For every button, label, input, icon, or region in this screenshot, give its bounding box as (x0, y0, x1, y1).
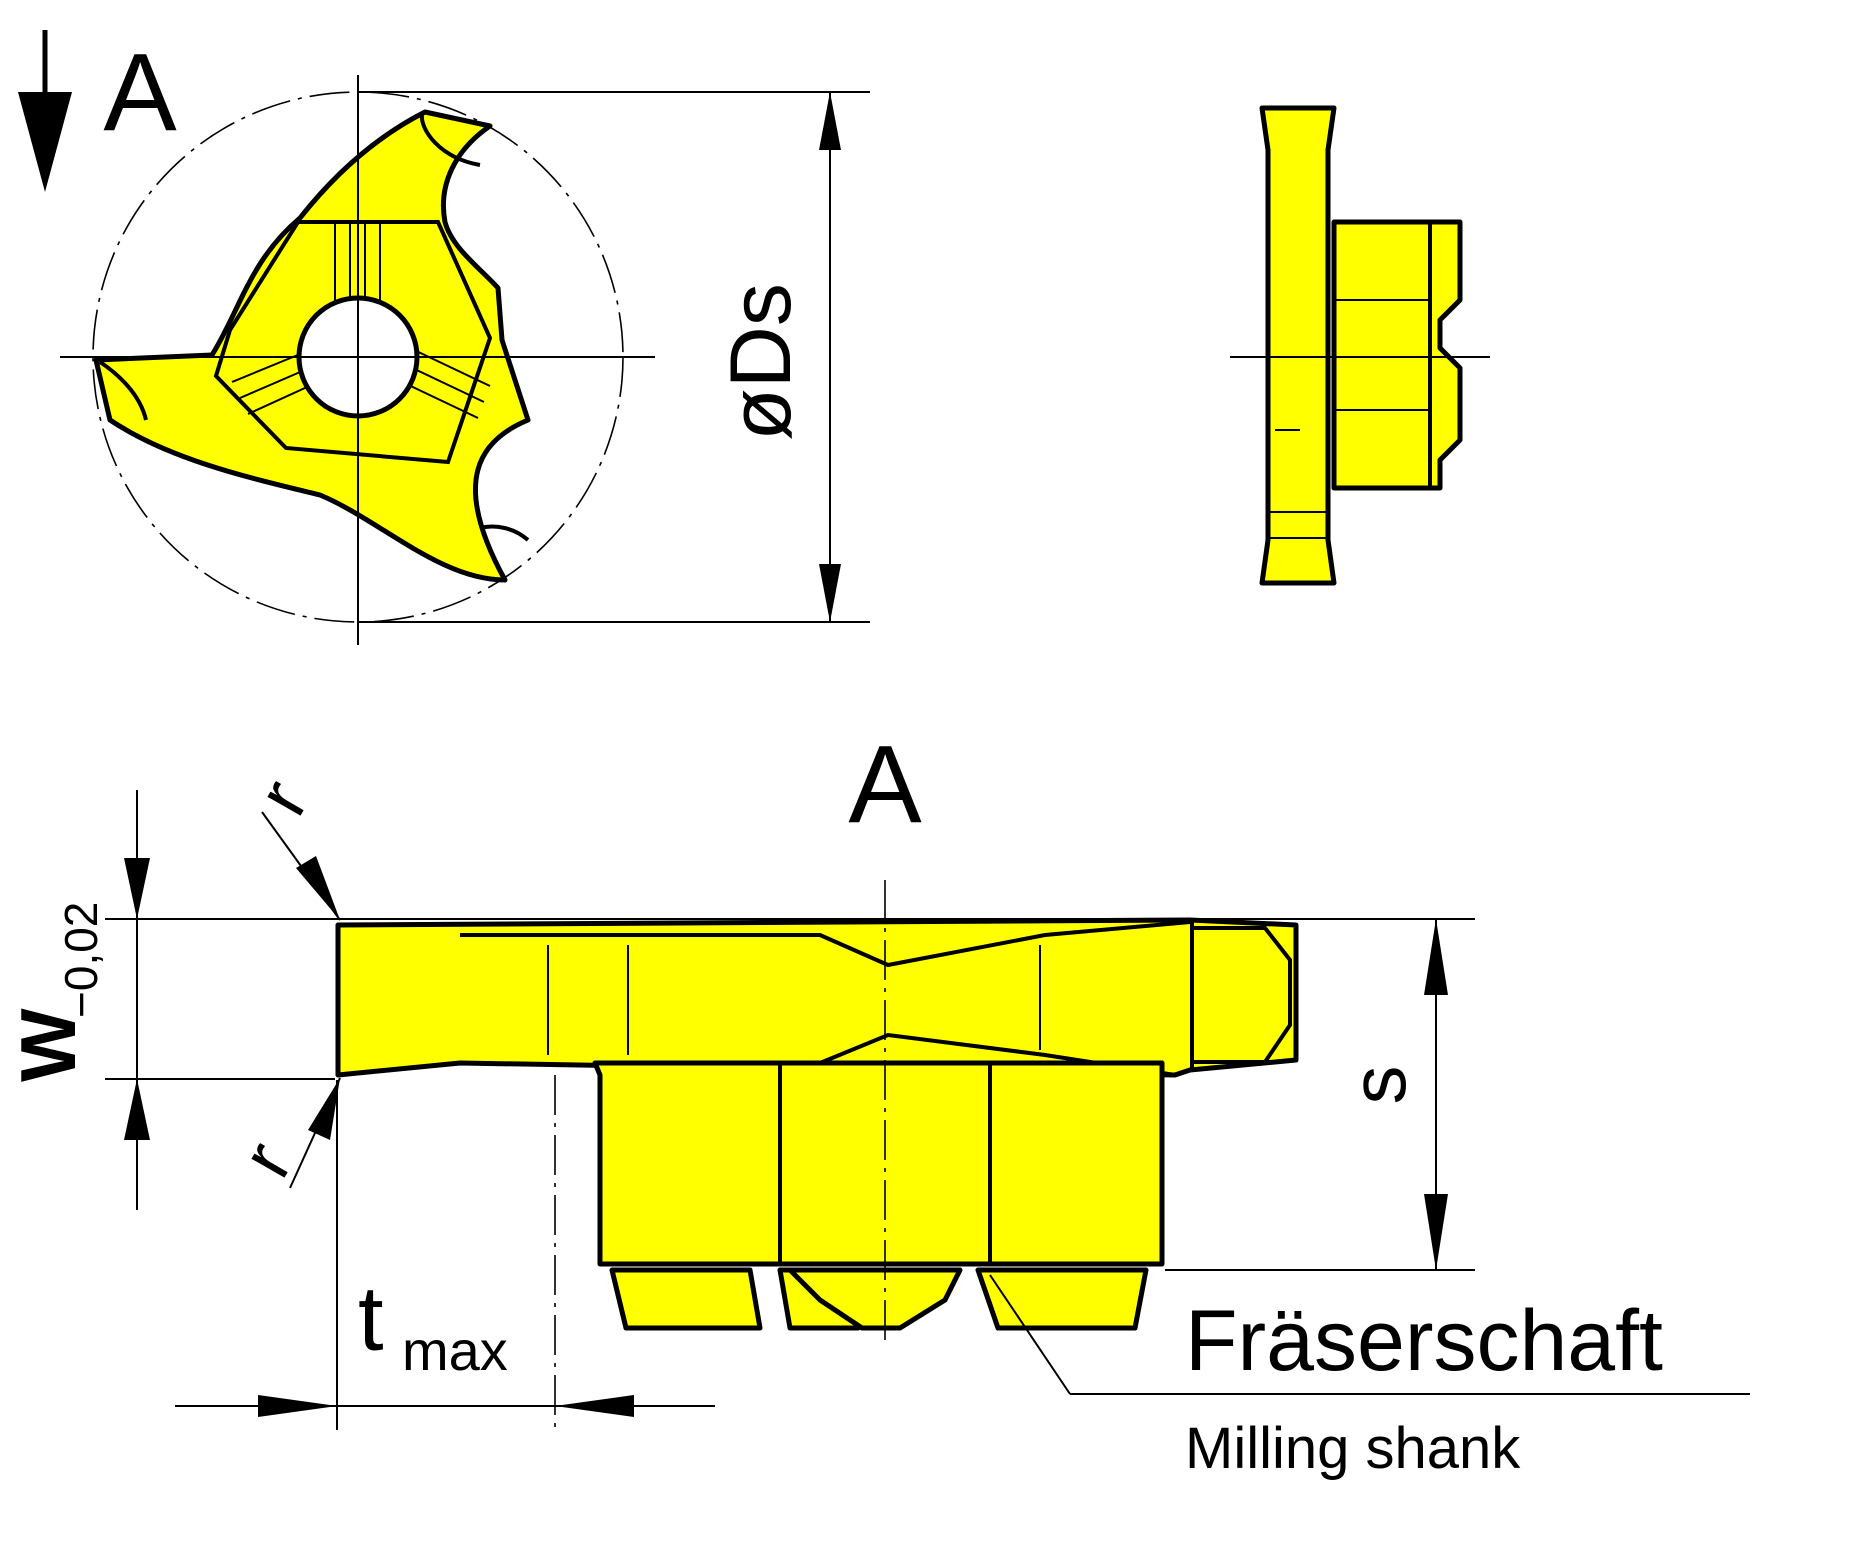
side-flange (1259, 105, 1337, 586)
s-arrow-top (1424, 919, 1448, 995)
tmax-arrow-right (555, 1395, 634, 1417)
s-arrow-bottom (1424, 1194, 1448, 1270)
svg-text:W: W (4, 1008, 92, 1082)
w-arrow-top (124, 858, 150, 919)
r-bottom-label: r (227, 1129, 308, 1190)
view-arrow-head (18, 92, 72, 192)
section-view: A W −0,02 r (4, 723, 1750, 1481)
section-label: A (848, 723, 922, 846)
blade-waist-upper (460, 920, 1191, 968)
section-blade (335, 917, 1299, 1078)
w-dimension-label: W −0,02 (4, 902, 107, 1082)
ds-arrow-bottom (819, 564, 841, 622)
side-view (1230, 105, 1490, 586)
w-arrow-bottom (124, 1079, 150, 1140)
tmax-arrow-left (258, 1395, 337, 1417)
section-hub (592, 1060, 1165, 1267)
ds-arrow-top (819, 92, 841, 150)
view-marker-label: A (103, 31, 177, 154)
milling-shank-center (787, 1267, 963, 1331)
s-dimension-label: s (1334, 1066, 1422, 1105)
tmax-subscript: max (402, 1319, 508, 1382)
ds-dimension-label: øDs (713, 283, 809, 441)
callout-leader (989, 1274, 1071, 1395)
tip-edge-left (98, 360, 148, 421)
callout-title: Fräserschaft (1185, 1293, 1663, 1389)
tmax-symbol: t (358, 1268, 384, 1370)
r-top-label: r (243, 767, 324, 828)
svg-text:−0,02: −0,02 (55, 902, 107, 1018)
callout-subtitle: Milling shank (1185, 1416, 1521, 1481)
r-top-arrow (296, 856, 340, 920)
tip-edge-bottom (479, 524, 530, 542)
tip-edge-top (419, 113, 481, 167)
blade-tip-pocket (1190, 922, 1292, 1068)
inner-triangle (213, 220, 493, 465)
r-bottom-arrow (308, 1078, 340, 1140)
front-view: øDs A (18, 30, 870, 645)
side-hub (1331, 219, 1463, 491)
